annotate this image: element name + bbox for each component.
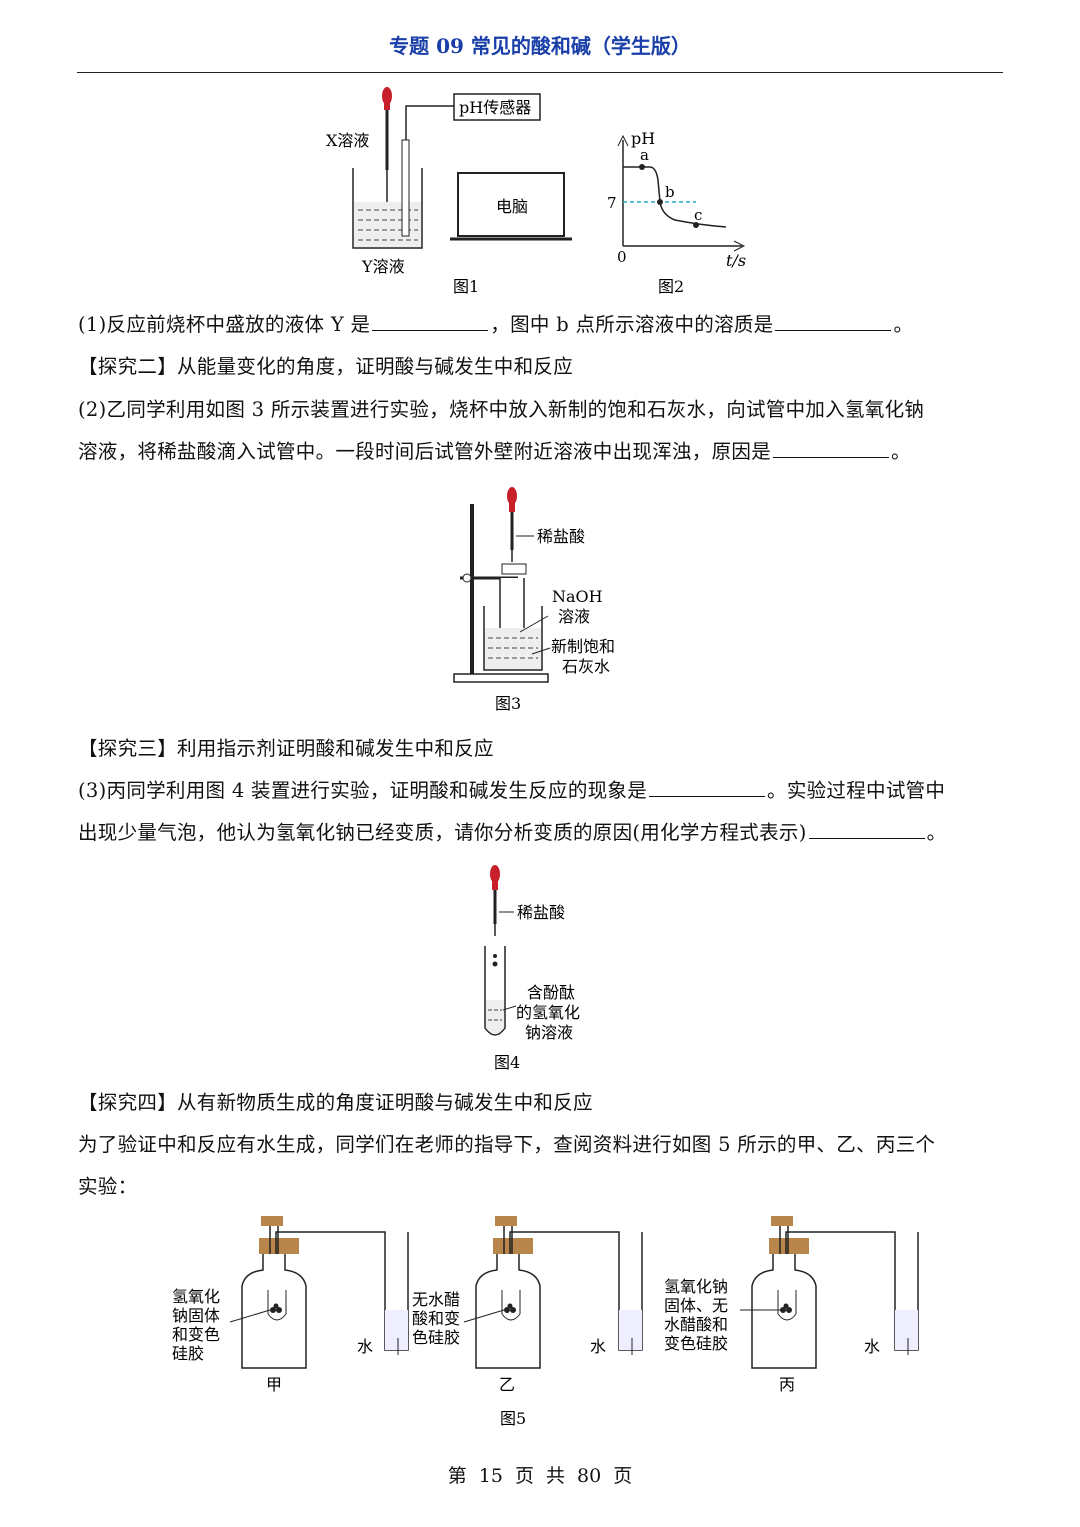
phenolphthalein-label-3: 钠溶液 <box>525 1023 573 1042</box>
figure-1-caption: 图1 <box>453 277 479 296</box>
computer-monitor <box>457 172 565 237</box>
dilute-hcl-label: 稀盐酸 <box>517 903 565 922</box>
figure-3-caption: 图3 <box>495 694 521 713</box>
phenolphthalein-label-1: 含酚酞 <box>527 983 575 1002</box>
header-divider <box>77 72 1003 73</box>
label-yi: 乙 <box>499 1375 515 1394</box>
ph-seven-label: 7 <box>607 194 617 212</box>
lime-water-label-1: 新制饱和 <box>551 637 615 656</box>
explore-2-title: 【探究二】从能量变化的角度，证明酸与碱发生中和反应 <box>78 355 574 378</box>
ph-sensor-box <box>453 93 541 121</box>
p4-line1: 为了验证中和反应有水生成，同学们在老师的指导下，查阅资料进行如图 5 所示的甲、… <box>78 1133 936 1156</box>
dropper-icon <box>507 487 517 562</box>
ph-curve-chart <box>617 134 746 252</box>
ph-probe <box>401 139 410 237</box>
point-b-marker <box>657 199 663 205</box>
point-b-label: b <box>665 183 675 201</box>
figure-1-2: X溶液 pH传感器 Y溶液 电脑 图1 pH t/s 0 7 a b c 图2 <box>326 87 746 296</box>
water-label-bing: 水 <box>864 1337 880 1356</box>
yi-label-3: 色硅胶 <box>412 1328 460 1347</box>
figure-4-caption: 图4 <box>494 1053 520 1072</box>
yi-label-2: 酸和变 <box>412 1309 460 1328</box>
point-c-label: c <box>694 206 702 224</box>
bing-label-1: 氢氧化钠 <box>664 1277 728 1296</box>
question-3: (3)丙同学利用图 4 装置进行实验，证明酸和碱发生反应的现象是 。实验过程中试管… <box>78 770 1004 854</box>
bing-label-2: 固体、无 <box>664 1296 728 1315</box>
phenolphthalein-label-2: 的氢氧化 <box>516 1003 580 1022</box>
time-axis-label: t/s <box>726 251 746 270</box>
jia-label-1: 氢氧化 <box>172 1287 220 1306</box>
point-a-label: a <box>640 146 649 164</box>
ph-axis-label: pH <box>631 129 655 148</box>
q1-part2: ，图中 b 点所示溶液中的溶质是 <box>490 313 774 336</box>
dropper-icon <box>382 87 392 212</box>
figure-5: 氢氧化 钠固体 和变色 硅胶 无水醋 酸和变 色硅胶 氢氧化钠 固体、无 水醋酸… <box>172 1215 919 1428</box>
q3-line1b: 。实验过程中试管中 <box>767 779 946 802</box>
explore-4-title: 【探究四】从有新物质生成的角度证明酸与碱发生中和反应 <box>78 1091 593 1114</box>
point-c-marker <box>693 222 699 228</box>
answer-blank[interactable] <box>775 308 892 331</box>
q2-line2: 溶液，将稀盐酸滴入试管中。一段时间后试管外壁附近溶液中出现浑浊，原因是 <box>78 440 772 463</box>
jia-label-3: 和变色 <box>172 1325 220 1344</box>
x-solution-label: X溶液 <box>326 131 369 150</box>
page-footer: 第 15 页 共 80 页 <box>447 1465 633 1487</box>
computer-label: 电脑 <box>496 197 528 216</box>
lime-water-label-2: 石灰水 <box>562 657 610 676</box>
dilute-hcl-label: 稀盐酸 <box>537 527 585 546</box>
q1-part3: 。 <box>893 313 914 336</box>
naoh-label-2: 溶液 <box>558 607 590 626</box>
apparatus-jia <box>241 1215 409 1369</box>
apparatus-yi <box>475 1215 643 1369</box>
bing-label-3: 水醋酸和 <box>664 1315 728 1334</box>
apparatus-bing <box>751 1215 919 1369</box>
figure-4: 稀盐酸 含酚酞 的氢氧化 钠溶液 图4 <box>484 865 580 1072</box>
q2-end: 。 <box>891 440 911 463</box>
answer-blank[interactable] <box>773 435 890 458</box>
explore-3-title: 【探究三】利用指示剂证明酸和碱发生中和反应 <box>78 737 494 760</box>
beaker <box>352 168 423 249</box>
point-a-marker <box>639 164 645 170</box>
jia-label-4: 硅胶 <box>172 1344 204 1363</box>
q2-line1: (2)乙同学利用如图 3 所示装置进行实验，烧杯中放入新制的饱和石灰水，向试管中… <box>78 398 925 421</box>
bing-label-4: 变色硅胶 <box>664 1334 728 1353</box>
yi-label-1: 无水醋 <box>412 1290 460 1309</box>
p4-line2: 实验： <box>78 1175 138 1198</box>
q1-part1: (1)反应前烧杯中盛放的液体 Y 是 <box>78 313 371 336</box>
ph-sensor-label: pH传感器 <box>459 98 531 117</box>
dropper-icon <box>490 865 500 936</box>
beaker <box>483 606 543 671</box>
label-jia: 甲 <box>266 1375 282 1394</box>
answer-blank[interactable] <box>372 308 489 331</box>
figure-3: 稀盐酸 NaOH 溶液 新制饱和 石灰水 图3 <box>453 487 615 713</box>
page-header-title: 专题 09 常见的酸和碱（学生版） <box>389 34 691 58</box>
water-label-yi: 水 <box>590 1337 606 1356</box>
figure-5-caption: 图5 <box>500 1409 526 1428</box>
naoh-label-1: NaOH <box>552 587 603 606</box>
origin-label: 0 <box>617 248 627 266</box>
answer-blank[interactable] <box>808 816 925 839</box>
q3-line2: 出现少量气泡，他认为氢氧化钠已经变质，请你分析变质的原因(用化学方程式表示) <box>78 821 807 844</box>
figure-2-caption: 图2 <box>658 277 684 296</box>
water-label-jia: 水 <box>357 1337 373 1356</box>
label-bing: 丙 <box>779 1375 795 1394</box>
answer-blank[interactable] <box>649 774 766 797</box>
jia-label-2: 钠固体 <box>172 1306 220 1325</box>
question-1: (1)反应前烧杯中盛放的液体 Y 是 ，图中 b 点所示溶液中的溶质是 。 <box>78 304 1004 346</box>
paragraph-4: 为了验证中和反应有水生成，同学们在老师的指导下，查阅资料进行如图 5 所示的甲、… <box>78 1124 1004 1208</box>
y-solution-label: Y溶液 <box>361 257 405 276</box>
question-2: (2)乙同学利用如图 3 所示装置进行实验，烧杯中放入新制的饱和石灰水，向试管中… <box>78 389 1004 473</box>
iron-stand <box>453 504 549 683</box>
q3-line1a: (3)丙同学利用图 4 装置进行实验，证明酸和碱发生反应的现象是 <box>78 779 648 802</box>
q3-end: 。 <box>926 821 947 844</box>
